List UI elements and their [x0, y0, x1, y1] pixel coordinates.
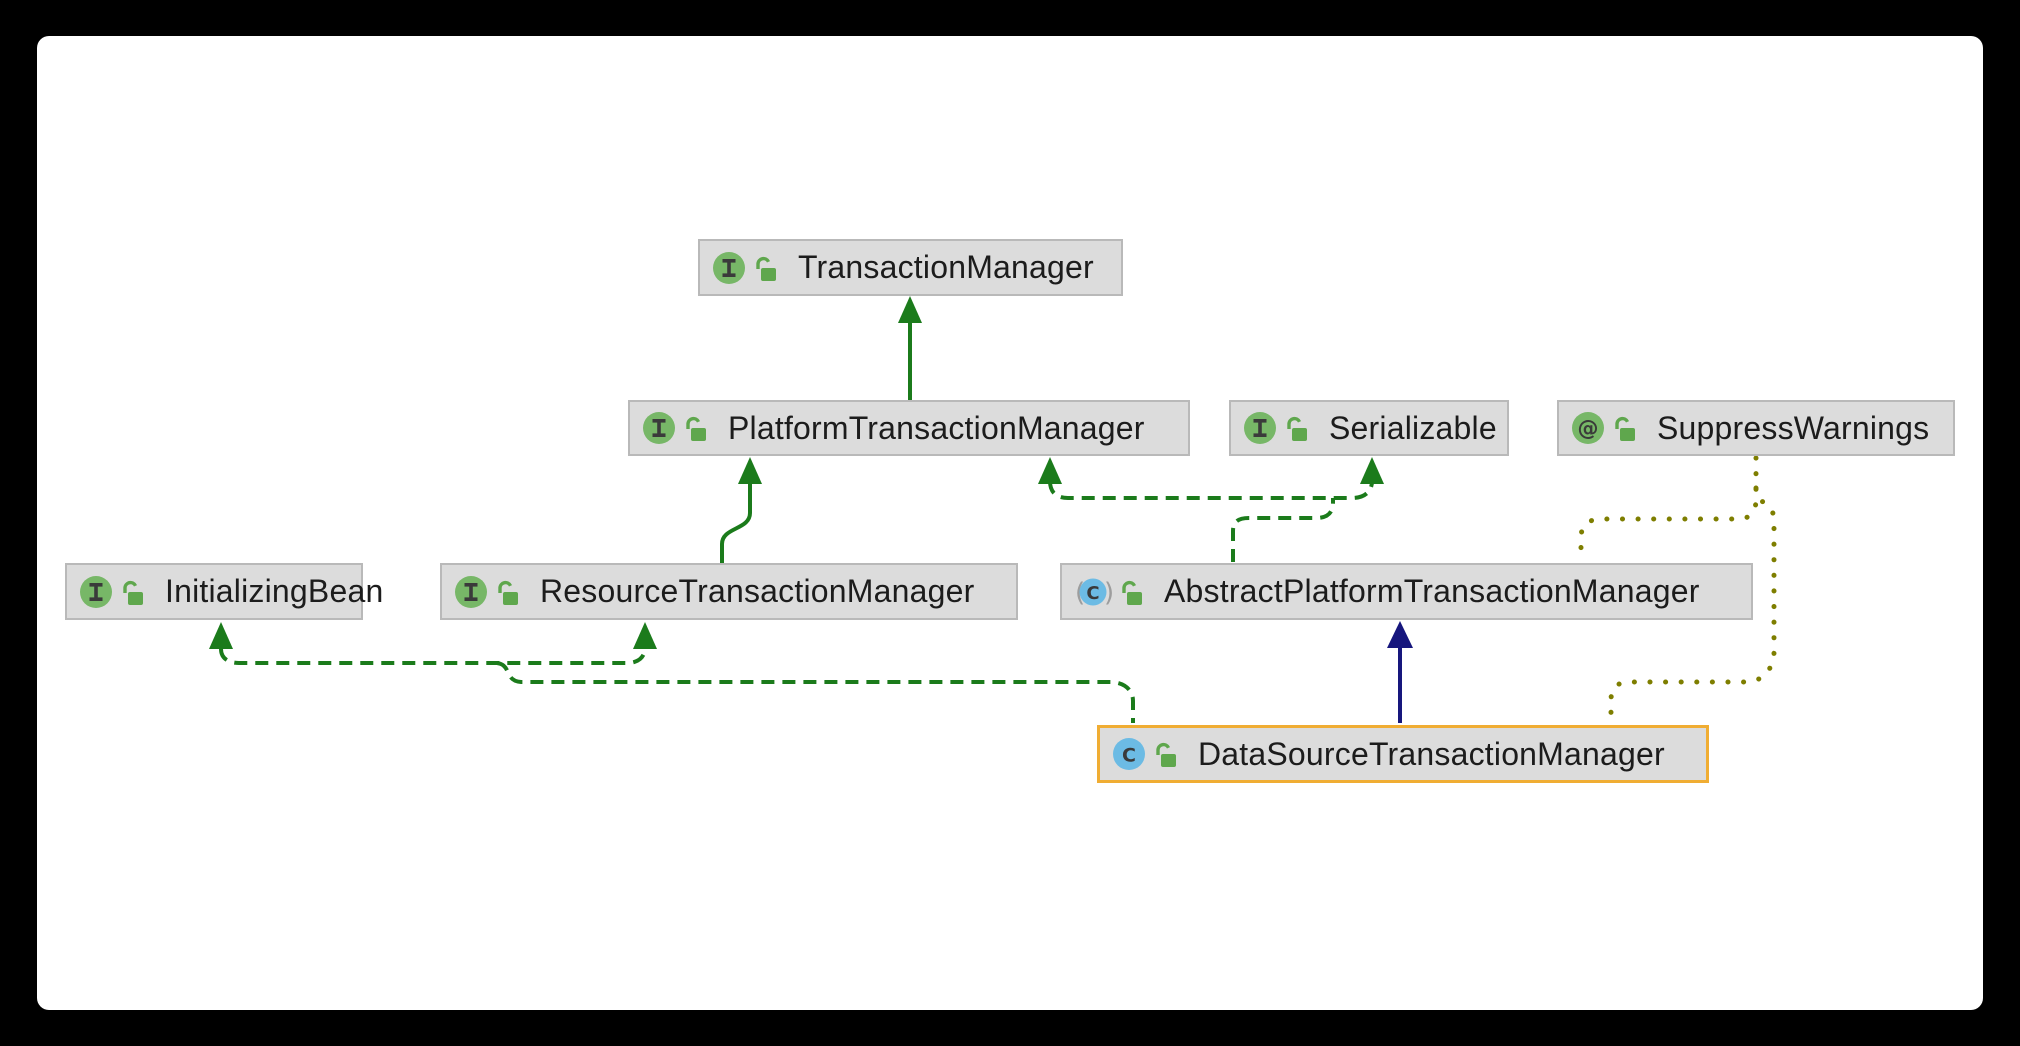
svg-text:): ) — [1104, 578, 1112, 608]
interface-icon — [454, 575, 488, 609]
node-suppresswarnings[interactable]: @ SuppressWarnings — [1557, 400, 1955, 456]
unlock-icon — [120, 577, 146, 607]
node-label: TransactionManager — [798, 249, 1094, 285]
unlock-icon — [1612, 413, 1638, 443]
node-serializable[interactable]: Serializable — [1229, 400, 1509, 456]
interface-icon — [79, 575, 113, 609]
node-datasourcetransactionmanager[interactable]: C DataSourceTransactionManager — [1097, 725, 1709, 783]
diagram-canvas[interactable] — [37, 36, 1983, 1010]
svg-text:C: C — [1122, 745, 1136, 767]
svg-text:@: @ — [1578, 417, 1599, 441]
unlock-icon — [1153, 739, 1179, 769]
node-label: PlatformTransactionManager — [728, 409, 1145, 446]
node-label: DataSourceTransactionManager — [1198, 735, 1665, 772]
node-label: ResourceTransactionManager — [540, 573, 975, 609]
node-transactionmanager[interactable]: TransactionManager — [698, 239, 1123, 296]
node-resourcetransactionmanager[interactable]: ResourceTransactionManager — [440, 563, 1018, 620]
svg-text:C: C — [1086, 583, 1099, 604]
unlock-icon — [683, 413, 709, 443]
unlock-icon — [1284, 413, 1310, 443]
node-abstractplatformtransactionmanager[interactable]: ()C AbstractPlatformTransactionManager — [1060, 563, 1753, 620]
node-label: AbstractPlatformTransactionManager — [1164, 573, 1700, 609]
abstract-class-icon: ()C — [1074, 575, 1112, 609]
node-label: SuppressWarnings — [1657, 409, 1930, 446]
unlock-icon — [495, 577, 521, 607]
interface-icon — [712, 251, 746, 285]
unlock-icon — [753, 253, 779, 283]
node-platformtransactionmanager[interactable]: PlatformTransactionManager — [628, 400, 1190, 456]
annotation-icon: @ — [1571, 411, 1605, 445]
interface-icon — [642, 411, 676, 445]
class-icon: C — [1112, 737, 1146, 771]
node-label: Serializable — [1329, 409, 1497, 446]
node-initializingbean[interactable]: InitializingBean — [65, 563, 383, 620]
unlock-icon — [1119, 577, 1145, 607]
node-label: InitializingBean — [165, 573, 384, 609]
interface-icon — [1243, 411, 1277, 445]
